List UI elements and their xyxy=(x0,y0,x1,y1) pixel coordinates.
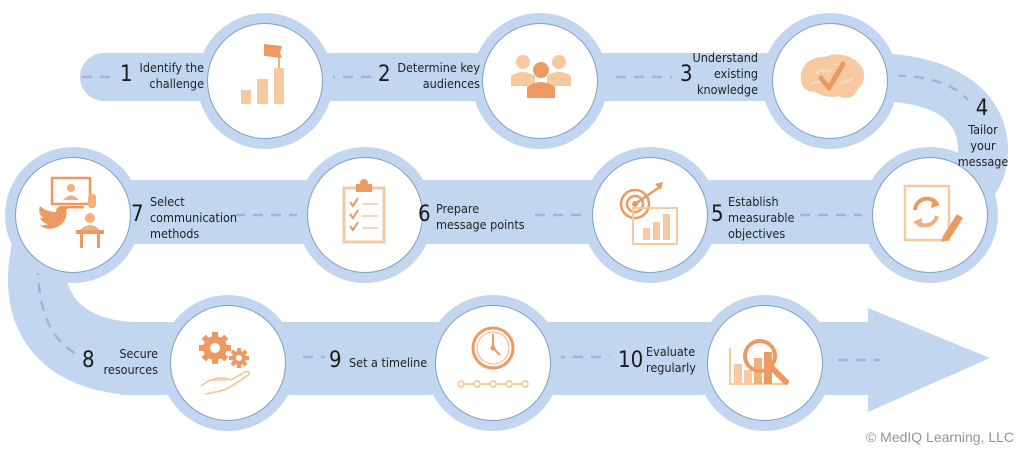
step-4-label-line: Tailor xyxy=(968,122,998,137)
step-10-number: 10 xyxy=(618,348,644,373)
step-2-icon-circle xyxy=(482,23,598,139)
people-group-icon xyxy=(511,55,571,98)
bar-chart-flag-icon xyxy=(241,44,284,104)
step-5-label-line: measurable xyxy=(728,210,795,225)
step-4-icon-circle xyxy=(872,157,988,273)
step-7-number: 7 xyxy=(131,202,144,227)
step-1-icon-circle xyxy=(207,23,323,139)
step-2-label-line: audiences xyxy=(422,76,480,91)
step-5-label-line: Establish xyxy=(728,194,779,209)
document-refresh-pencil-icon xyxy=(903,184,963,242)
step-3-label-line: knowledge xyxy=(697,82,758,97)
step-6-label-line: message points xyxy=(436,217,525,232)
road-arrowhead xyxy=(868,308,990,412)
step-3-label-line: existing xyxy=(713,66,758,81)
step-3-number: 3 xyxy=(680,62,693,87)
step-6-icon-circle xyxy=(307,157,423,273)
step-1-number: 1 xyxy=(120,62,133,87)
step-4-number: 4 xyxy=(975,96,989,121)
dash-line-8 xyxy=(36,264,79,357)
step-1-label: Identify the challenge xyxy=(132,60,204,92)
step-5-icon-circle xyxy=(592,157,708,273)
step-8-label-line: Secure xyxy=(119,346,158,361)
step-9-label: Set a timeline xyxy=(349,355,439,371)
step-3-label-line: Understand xyxy=(692,50,758,65)
target-chart-icon xyxy=(619,182,678,245)
step-10-label-line: Evaluate xyxy=(646,344,696,359)
step-5-label-line: objectives xyxy=(728,226,786,241)
step-7-icon-circle xyxy=(15,157,131,273)
step-6-label: Prepare message points xyxy=(436,201,546,233)
step-8-icon-circle xyxy=(170,305,286,421)
media-channels-icon xyxy=(38,176,104,248)
step-10-icon-circle xyxy=(707,305,823,421)
brain-checkmark-icon xyxy=(800,54,865,98)
step-4-label: Tailor your message xyxy=(952,122,1014,170)
copyright-text: © MedIQ Learning, LLC xyxy=(865,429,1014,445)
step-5-label: Establish measurable objectives xyxy=(728,194,818,242)
step-10-label: Evaluate regularly xyxy=(646,344,716,376)
step-5-number: 5 xyxy=(711,202,724,227)
step-2-label-line: Determine key xyxy=(397,60,480,75)
step-7-label-line: Select xyxy=(150,194,185,209)
clock-timeline-icon xyxy=(457,326,529,388)
gears-hand-icon xyxy=(199,332,251,395)
clipboard-checklist-icon xyxy=(342,179,386,244)
step-1-label-line: challenge xyxy=(149,76,204,91)
step-10-label-line: regularly xyxy=(646,360,696,375)
step-7-label-line: communication xyxy=(150,210,237,225)
step-1-label-line: Identify the xyxy=(139,60,204,75)
step-8-label: Secure resources xyxy=(94,346,158,378)
step-6-number: 6 xyxy=(418,202,431,227)
step-6-label-line: Prepare xyxy=(436,201,480,216)
dash-line-4 xyxy=(877,73,969,101)
step-7-label-line: methods xyxy=(150,226,200,241)
road-middle-segment xyxy=(60,180,910,244)
step-2-number: 2 xyxy=(378,62,391,87)
chart-magnifier-icon xyxy=(729,339,789,385)
step-2-label: Determine key audiences xyxy=(388,60,480,92)
step-4-label-line: your xyxy=(970,138,996,153)
step-9-number: 9 xyxy=(329,348,342,373)
step-7-label: Select communication methods xyxy=(150,194,260,242)
step-3-label: Understand existing knowledge xyxy=(690,50,758,98)
step-9-icon-circle xyxy=(435,305,551,421)
step-3-icon-circle xyxy=(772,23,888,139)
step-8-number: 8 xyxy=(82,348,95,373)
step-8-label-line: resources xyxy=(103,362,158,377)
step-4-label-line: message xyxy=(957,154,1009,169)
step-9-label-line: Set a timeline xyxy=(349,355,428,370)
